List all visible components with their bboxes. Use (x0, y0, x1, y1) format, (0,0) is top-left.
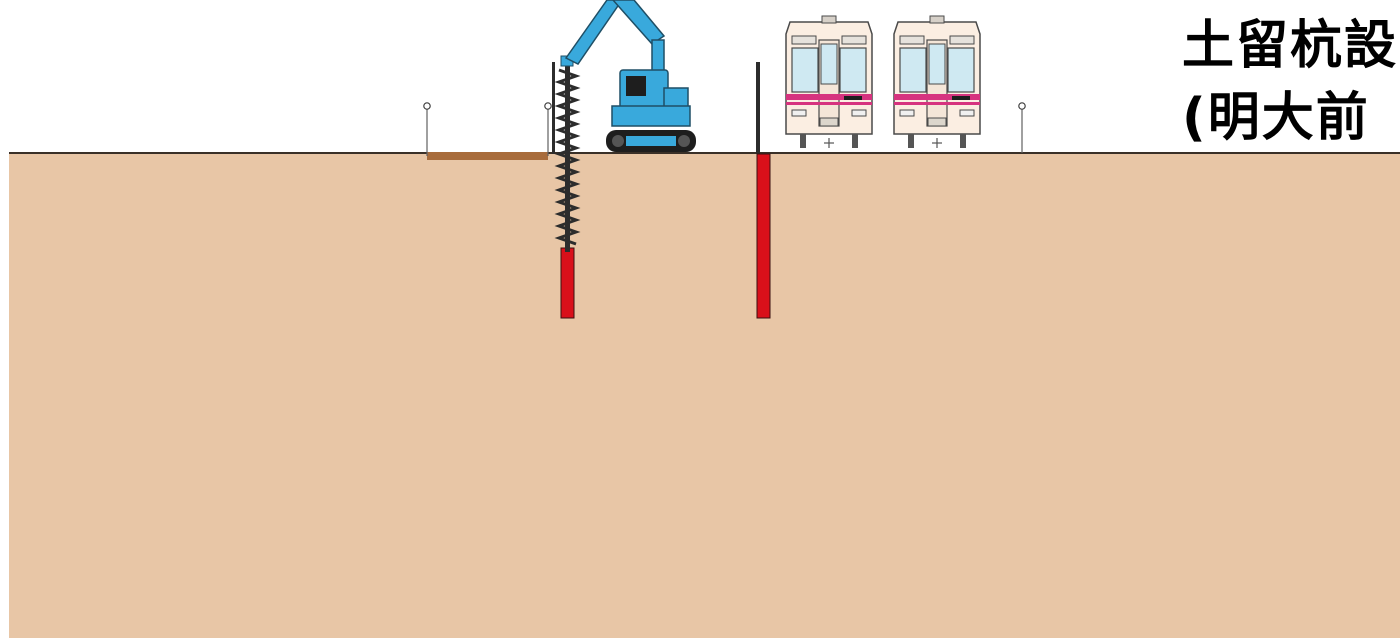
train-front-icon (785, 15, 873, 149)
pile-driver-excavator-icon (564, 0, 696, 152)
ground-soil (9, 154, 1400, 638)
fence-post-right (1018, 102, 1026, 153)
steel-pile-right-red (756, 153, 771, 319)
walkway-slab (427, 152, 548, 160)
train-front-icon-2 (893, 15, 981, 149)
fence-post-middle (544, 102, 552, 156)
steel-pile-left-red (560, 247, 575, 319)
guide-rod (552, 62, 555, 154)
page-title-line-2: (明大前 (1182, 88, 1370, 148)
steel-pile-right-upper (756, 62, 760, 154)
fence-post-left (423, 102, 431, 156)
page-title-line-1: 土留杭設 (1182, 16, 1399, 76)
